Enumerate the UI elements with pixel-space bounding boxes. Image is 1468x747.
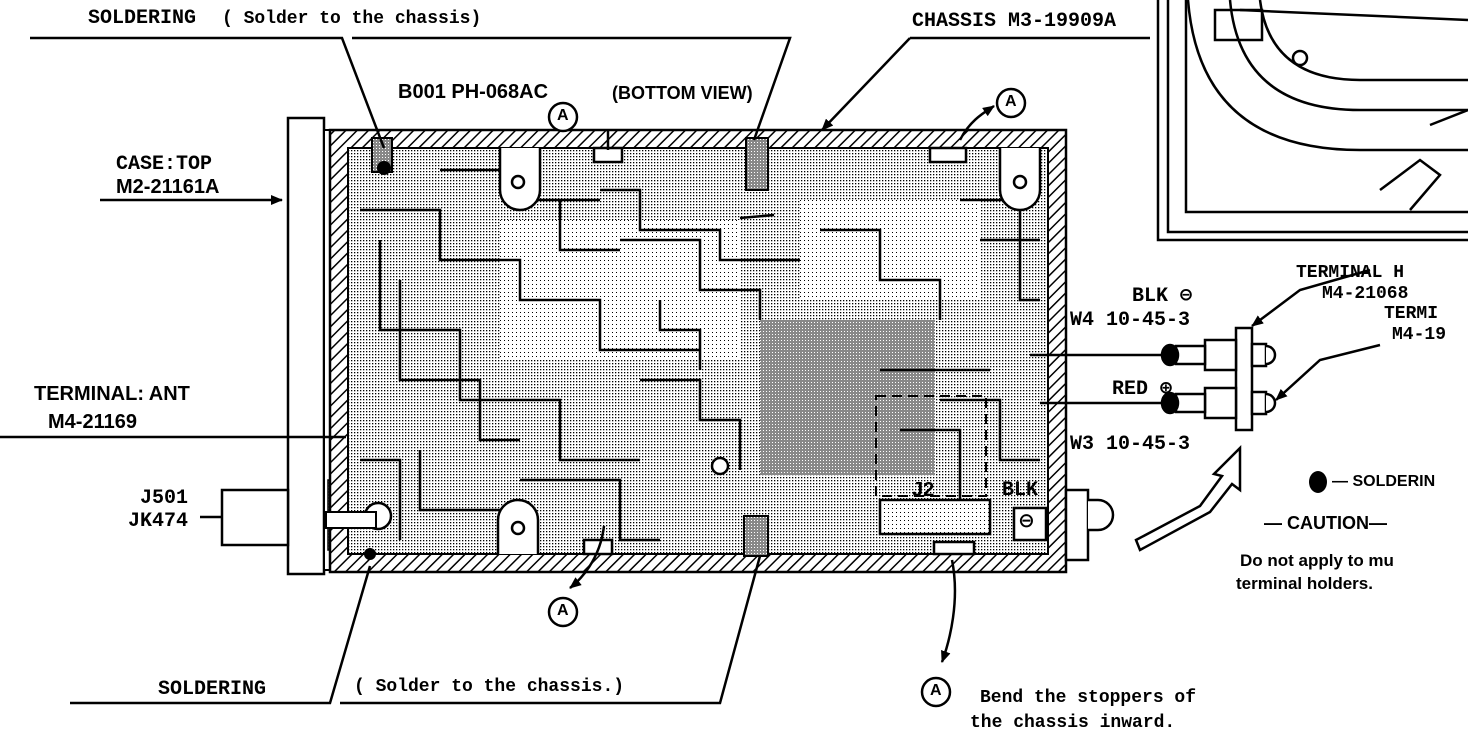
wires bbox=[1030, 353, 1162, 405]
marker-a-top: A bbox=[557, 107, 569, 124]
terminal-h1-label: TERMINAL H bbox=[1296, 263, 1405, 283]
caution-arrow bbox=[1134, 444, 1242, 552]
marker-a-top-right: A bbox=[1005, 93, 1017, 110]
jk474-label: JK474 bbox=[128, 510, 189, 533]
bottom-view-label: (BOTTOM VIEW) bbox=[612, 83, 753, 103]
caution-label: — CAUTION— bbox=[1264, 513, 1387, 533]
terminal-ant-part-label: M4-21169 bbox=[48, 411, 137, 433]
marker-a-legend: A bbox=[930, 682, 942, 699]
bend-note-line-2: the chassis inward. bbox=[970, 713, 1176, 733]
j2-connector bbox=[875, 395, 992, 536]
solder-note-top: ( Solder to the chassis) bbox=[222, 9, 482, 29]
leader-lines bbox=[0, 36, 1381, 705]
solder-points bbox=[325, 137, 769, 560]
w3-label: W3 10-45-3 bbox=[1070, 433, 1191, 456]
red-plus-label: RED ⊕ bbox=[1112, 378, 1173, 401]
marker-circles bbox=[547, 87, 1027, 708]
soldering-bottom-label: SOLDERING bbox=[158, 678, 267, 701]
w4-label: W4 10-45-3 bbox=[1070, 309, 1191, 332]
terminal-2-part-label: M4-19 bbox=[1392, 325, 1447, 345]
caution-line-2: terminal holders. bbox=[1236, 574, 1373, 593]
j501-label: J501 bbox=[140, 487, 189, 510]
case-part-label: M2-21161A bbox=[116, 176, 220, 198]
marker-a-bottom: A bbox=[557, 602, 569, 619]
soldering-top-label: SOLDERING bbox=[88, 7, 197, 30]
blk-minus-label: BLK ⊖ bbox=[1132, 285, 1193, 308]
terminal-ant-label: TERMINAL: ANT bbox=[34, 383, 190, 405]
j2-label: J2 bbox=[912, 479, 935, 501]
minus-symbol: ⊖ bbox=[1018, 510, 1035, 532]
pcb-board bbox=[360, 168, 1040, 542]
stoppers bbox=[582, 146, 976, 556]
terminal-h1-part-label: M4-21068 bbox=[1322, 284, 1409, 304]
blk-terminal bbox=[1012, 488, 1115, 562]
bend-note-line-1: Bend the stoppers of bbox=[980, 688, 1197, 708]
j501-connector bbox=[200, 488, 290, 547]
caution-line-1: Do not apply to mu bbox=[1240, 551, 1394, 570]
mounting-holes bbox=[496, 148, 1042, 554]
terminal-2-label: TERMI bbox=[1384, 304, 1439, 324]
board-label: B001 PH-068AC bbox=[398, 81, 549, 103]
solder-note-bottom: ( Solder to the chassis.) bbox=[354, 677, 625, 697]
soldering-legend-dot bbox=[1309, 471, 1327, 493]
soldering-legend-label: — SOLDERIN bbox=[1332, 473, 1436, 490]
chassis-label: CHASSIS M3-19909A bbox=[912, 10, 1117, 33]
detail-view bbox=[1156, 0, 1468, 242]
blk-label: BLK bbox=[1002, 479, 1039, 502]
case-title-label: CASE:TOP bbox=[116, 153, 213, 176]
terminal-holder bbox=[1160, 326, 1277, 432]
